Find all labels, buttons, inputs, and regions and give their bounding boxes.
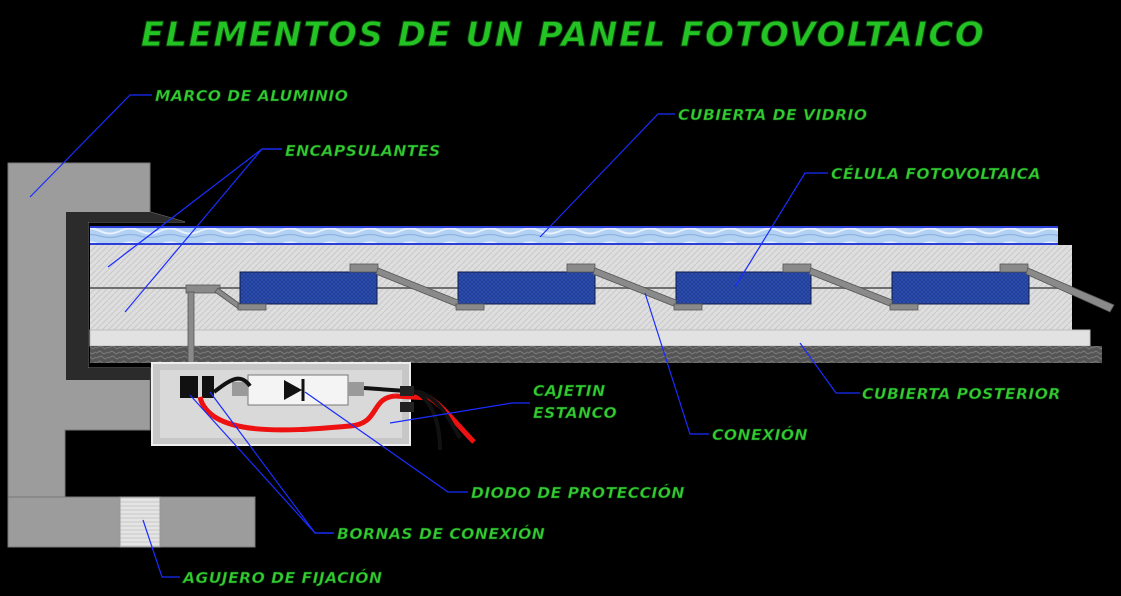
- label-connection-terminals: BORNAS DE CONEXIÓN: [337, 524, 545, 543]
- pv-cell: [891, 271, 1030, 305]
- label-junction-box-line1: CAJETIN: [533, 382, 606, 400]
- pv-cell: [675, 271, 812, 305]
- lower-encapsulant: [89, 329, 1091, 347]
- label-back-cover: CUBIERTA POSTERIOR: [862, 385, 1061, 403]
- label-connection: CONEXIÓN: [712, 425, 808, 444]
- junction-box: [151, 362, 476, 451]
- label-pv-cell: CÉLULA FOTOVOLTAICA: [831, 164, 1041, 183]
- aluminium-frame: [7, 162, 256, 548]
- back-cover: [90, 346, 1102, 363]
- label-protection-diode: DIODO DE PROTECCIÓN: [471, 483, 685, 502]
- cell-interconnects: [185, 263, 1115, 379]
- label-junction-box-line2: ESTANCO: [533, 404, 617, 422]
- fixing-hole: [119, 496, 161, 548]
- diode-symbol: [284, 380, 302, 400]
- pv-cell: [239, 271, 378, 305]
- pv-cell: [457, 271, 596, 305]
- label-fixing-hole: AGUJERO DE FIJACIÓN: [182, 568, 382, 587]
- label-glass-cover: CUBIERTA DE VIDRIO: [678, 106, 868, 124]
- photovoltaic-cells: [239, 271, 1030, 305]
- leader-lines: [29, 94, 860, 578]
- terminal-block: [180, 376, 198, 398]
- diagram-title: ELEMENTOS DE UN PANEL FOTOVOLTAICO: [141, 15, 986, 55]
- label-encapsulants: ENCAPSULANTES: [285, 142, 441, 160]
- glass-cover: [90, 227, 1058, 245]
- label-aluminium-frame: MARCO DE ALUMINIO: [155, 87, 348, 105]
